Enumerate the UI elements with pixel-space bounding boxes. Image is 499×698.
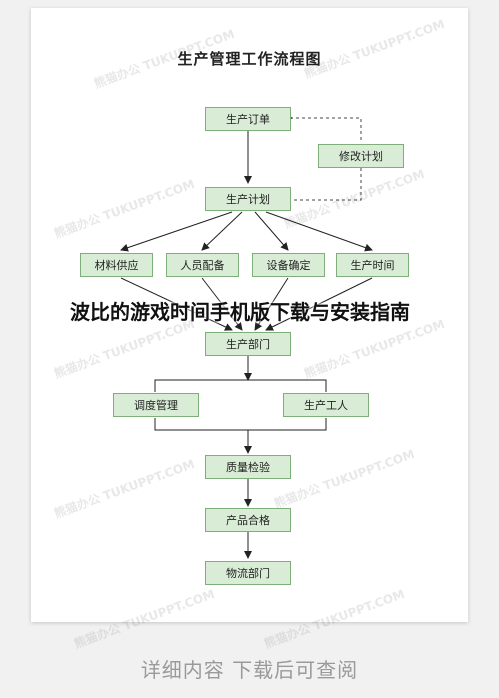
- node-staffing: 人员配备: [166, 253, 239, 277]
- node-equipment: 设备确定: [252, 253, 325, 277]
- connector: [254, 211, 289, 251]
- overlay-headline: 波比的游戏时间手机版下载与安装指南: [70, 300, 410, 324]
- node-logistics-dept: 物流部门: [205, 561, 291, 585]
- node-production-plan: 生产计划: [205, 187, 291, 211]
- connector-dashed: [290, 117, 362, 143]
- node-production-workers: 生产工人: [283, 393, 369, 417]
- node-quality-inspection: 质量检验: [205, 455, 291, 479]
- connector: [254, 277, 289, 331]
- node-production-dept: 生产部门: [205, 332, 291, 356]
- connector: [201, 277, 243, 331]
- node-dispatch-management: 调度管理: [113, 393, 199, 417]
- node-production-order: 生产订单: [205, 107, 291, 131]
- connector: [201, 211, 243, 251]
- node-revise-plan: 修改计划: [318, 144, 404, 168]
- node-material-supply: 材料供应: [80, 253, 153, 277]
- node-product-qualified: 产品合格: [205, 508, 291, 532]
- connector: [120, 211, 233, 252]
- connector: [265, 211, 373, 252]
- footer-note: 详细内容 下载后可查阅: [140, 658, 359, 682]
- connector: [265, 277, 373, 331]
- node-production-time: 生产时间: [336, 253, 409, 277]
- connector: [154, 379, 327, 392]
- connector: [154, 418, 327, 431]
- diagram-title: 生产管理工作流程图: [177, 50, 322, 68]
- connector-dashed: [290, 168, 362, 201]
- connector: [120, 277, 233, 331]
